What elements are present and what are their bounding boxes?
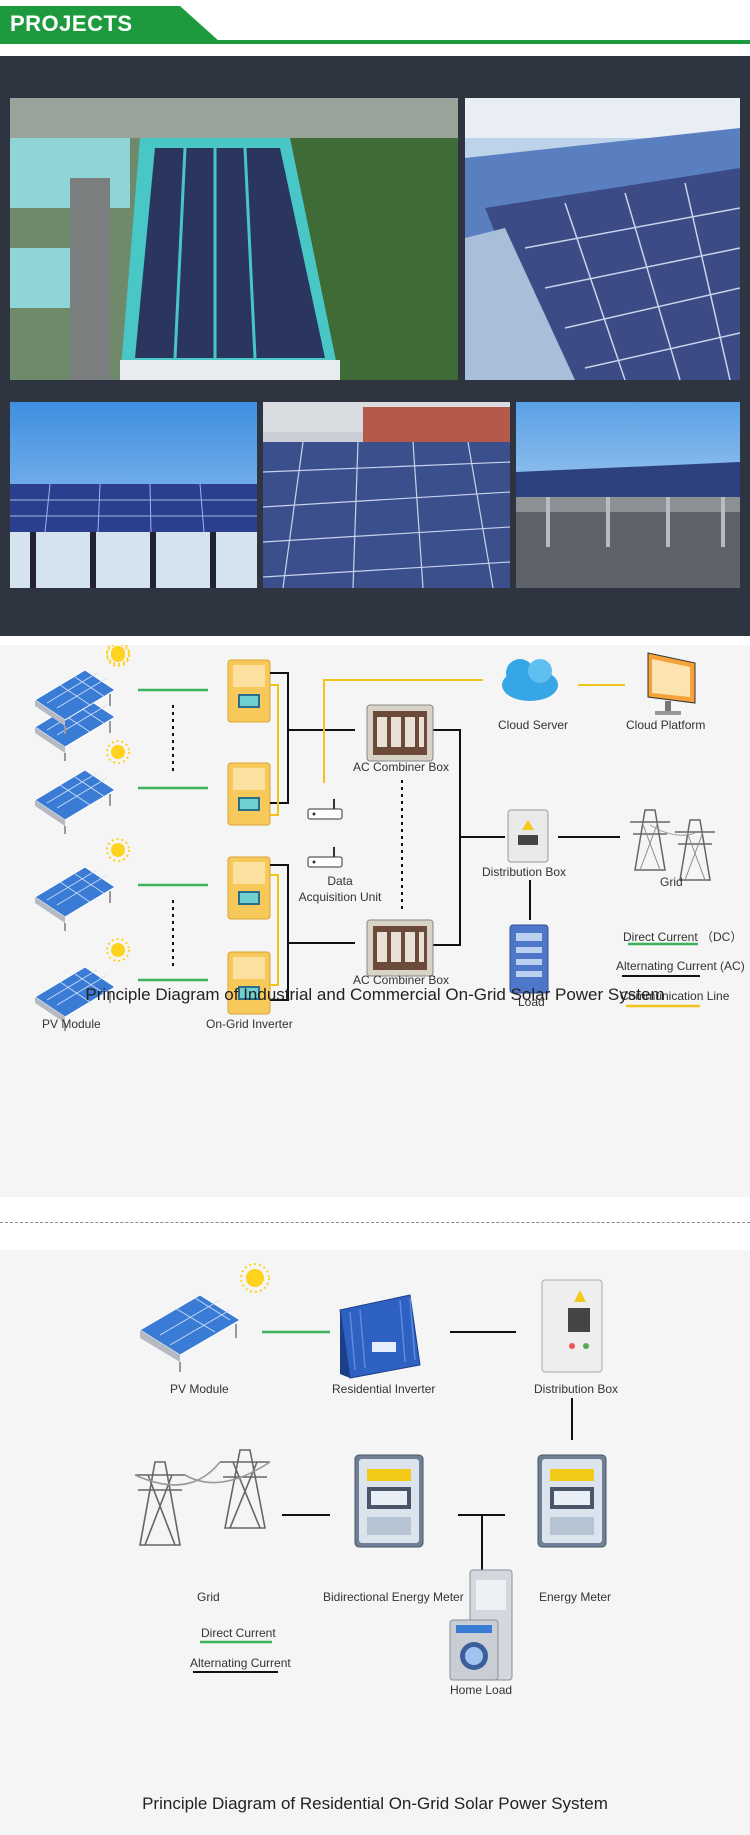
residential-inverter-icon [339,1294,421,1379]
section-divider [0,1222,750,1223]
energy-meter-icon [537,1454,607,1548]
label-distribution-box-res: Distribution Box [534,1382,619,1396]
router-icon [307,798,343,820]
legend-ac-label-res: Alternating Current [190,1656,291,1670]
label-grid-res: Grid [197,1590,220,1604]
industrial-diagram: Cloud Server Cloud Platform AC Combiner … [0,645,750,1197]
inverter-1 [227,659,271,723]
legend-ac-label: Alternating Current (AC) [616,959,745,973]
grid-tower-icon [629,809,671,871]
grid-tower-icon [674,819,716,881]
label-on-grid-inverter: On-Grid Inverter [206,1017,293,1031]
label-data-acquisition: Data Acquisition Unit [298,874,382,904]
legend-comm-label: Communication Line [620,989,730,1003]
photo-flat-roof [263,402,510,588]
label-residential-inverter: Residential Inverter [332,1382,436,1396]
label-grid: Grid [660,875,683,889]
label-bidirectional-meter: Bidirectional Energy Meter [323,1590,464,1604]
home-load-icon [449,1569,513,1681]
label-home-load: Home Load [450,1683,513,1697]
legend-dc-label-res: Direct Current [201,1626,276,1640]
label-distribution-box: Distribution Box [482,865,567,879]
industrial-caption: Principle Diagram of Industrial and Comm… [85,985,665,1004]
ac-combiner-box-bottom [366,919,434,977]
sun-icon [240,1263,270,1293]
label-load: Load [518,995,545,1009]
grid-tower-icon [134,1449,271,1546]
inverter-3 [227,856,271,920]
sun-icon [106,645,130,667]
photo-aerial-rooftop [10,98,458,380]
sun-icon [106,838,130,862]
distribution-box-icon [507,809,549,863]
label-cloud-platform: Cloud Platform [626,718,706,732]
photo-carport [516,402,740,588]
label-ac-combiner-bottom: AC Combiner Box [353,973,450,987]
ac-lines [270,672,620,1001]
page-header: PROJECTS [0,0,750,48]
monitor-icon [647,652,696,715]
residential-caption: Principle Diagram of Residential On-Grid… [142,1794,608,1813]
sun-icon [106,938,130,962]
residential-diagram-graphic [134,1263,607,1681]
residential-diagram: PV Module Residential Inverter Distribut… [0,1250,750,1835]
label-pv-module-res: PV Module [170,1382,229,1396]
inverter-2 [227,762,271,826]
industrial-diagram-graphic [34,645,716,1032]
dc-lines [138,688,208,982]
comm-lines [270,679,625,986]
photo-metal-roof [465,98,740,380]
pv-module-1 [34,696,116,835]
data-acquisition-icon [307,846,343,868]
label-energy-meter: Energy Meter [539,1590,612,1604]
label-cloud-server: Cloud Server [498,718,569,732]
load-icon [509,924,549,994]
bidirectional-meter-icon [354,1454,424,1548]
continuation-dots [172,705,403,970]
legend-dc-label: Direct Current （DC） [623,930,743,944]
pv-module-3 [34,866,116,932]
cloud-icon [502,659,558,701]
distribution-box-icon [541,1279,603,1373]
project-photos [0,56,750,636]
header-tab [0,6,220,42]
header-title: PROJECTS [10,11,133,36]
photo-elevated-array [10,402,257,588]
label-pv-module: PV Module [42,1017,101,1031]
label-ac-combiner-top: AC Combiner Box [353,760,450,774]
pv-module-res [139,1294,241,1372]
header-divider [0,40,750,44]
sun-icon [106,740,130,764]
ac-combiner-box-top [366,704,434,762]
